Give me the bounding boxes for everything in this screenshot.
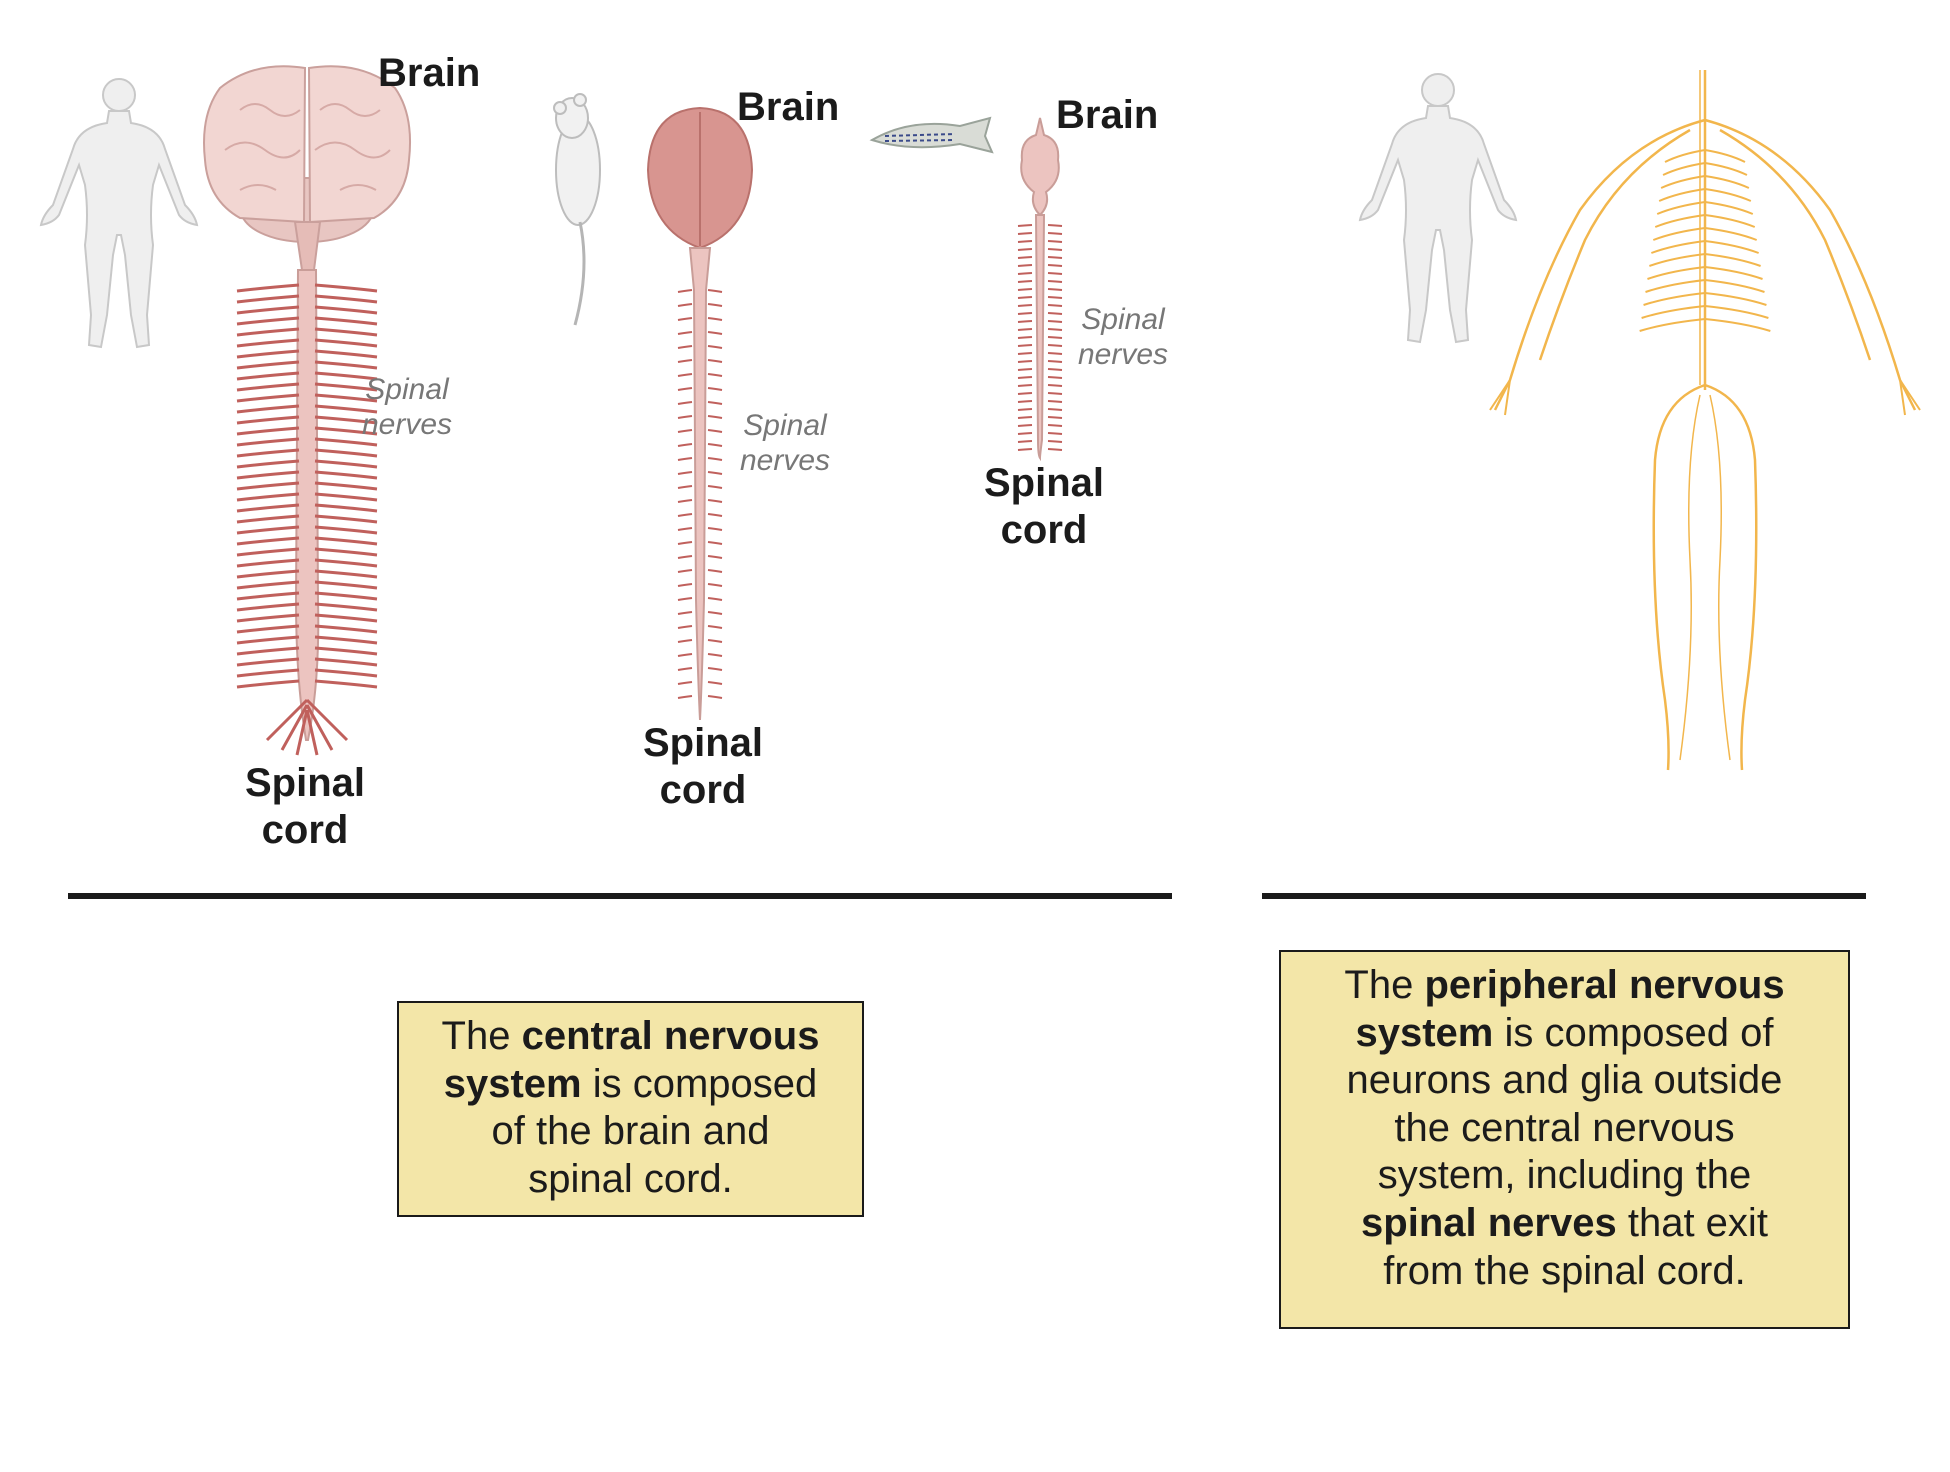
zebrafish-spinal-nerves-label-line1: Spinal — [1081, 303, 1165, 336]
cns-caption-box: The central nervous system is composed o… — [397, 1001, 864, 1217]
human-spinal-nerves-label-line2: nerves — [361, 408, 453, 442]
human-spinal-nerves-label-line1: Spinal — [365, 373, 449, 406]
pns-divider — [1262, 893, 1866, 899]
mouse-spinal-nerves-label-line2: nerves — [739, 444, 831, 478]
peripheral-nervous-system-figure — [1489, 70, 1921, 771]
cns-caption-pre: The — [441, 1014, 522, 1058]
human-silhouette-cns — [40, 78, 198, 348]
zebrafish-spinal-cord-label-line2: cord — [1000, 507, 1088, 552]
pns-caption-pre: The — [1344, 963, 1425, 1007]
mouse-spinal-nerves-label: Spinal nerves — [735, 408, 835, 478]
human-brain-label: Brain — [378, 51, 481, 95]
zebrafish-spinal-nerves-label: Spinal nerves — [1073, 302, 1173, 372]
human-spinal-cord-label: Spinal cord — [240, 760, 370, 854]
human-spinal-cord-label-line1: Spinal — [244, 761, 366, 805]
mouse-spinal-nerves-label-line1: Spinal — [743, 409, 827, 442]
human-spinal-nerves-label: Spinal nerves — [357, 372, 457, 442]
pns-caption-post: that exit from the spinal cord. — [1383, 1200, 1768, 1293]
human-brain-spinal-cord — [203, 65, 412, 756]
mouse-brain-label: Brain — [737, 85, 840, 129]
mouse-icon — [553, 93, 601, 326]
human-spinal-cord-label-line2: cord — [261, 807, 349, 852]
zebrafish-spinal-nerves-label-line2: nerves — [1077, 338, 1169, 372]
mouse-spinal-cord-label: Spinal cord — [638, 720, 768, 814]
zebrafish-brain-spinal-cord — [1017, 117, 1063, 462]
zebrafish-spinal-cord-label: Spinal cord — [979, 460, 1109, 554]
mouse-spinal-cord-label-line2: cord — [659, 767, 747, 812]
mouse-spinal-cord-label-line1: Spinal — [642, 721, 764, 765]
human-silhouette-pns — [1359, 73, 1517, 343]
zebrafish-spinal-cord-label-line1: Spinal — [983, 461, 1105, 505]
pns-caption-bold1: peripheral nervous system — [1355, 963, 1785, 1055]
pns-caption-mid: is composed of neurons and glia outside … — [1346, 1010, 1783, 1198]
zebrafish-icon — [869, 116, 994, 154]
cns-caption-bold: central nervous system — [443, 1014, 820, 1106]
cns-caption-post: is composed of the brain and spinal cord… — [491, 1061, 818, 1201]
pns-caption-bold2: spinal nerves — [1361, 1200, 1617, 1245]
cns-divider — [68, 893, 1172, 899]
pns-caption-box: The peripheral nervous system is compose… — [1279, 950, 1850, 1329]
mouse-brain-spinal-cord — [646, 106, 754, 721]
zebrafish-brain-label: Brain — [1056, 93, 1159, 137]
